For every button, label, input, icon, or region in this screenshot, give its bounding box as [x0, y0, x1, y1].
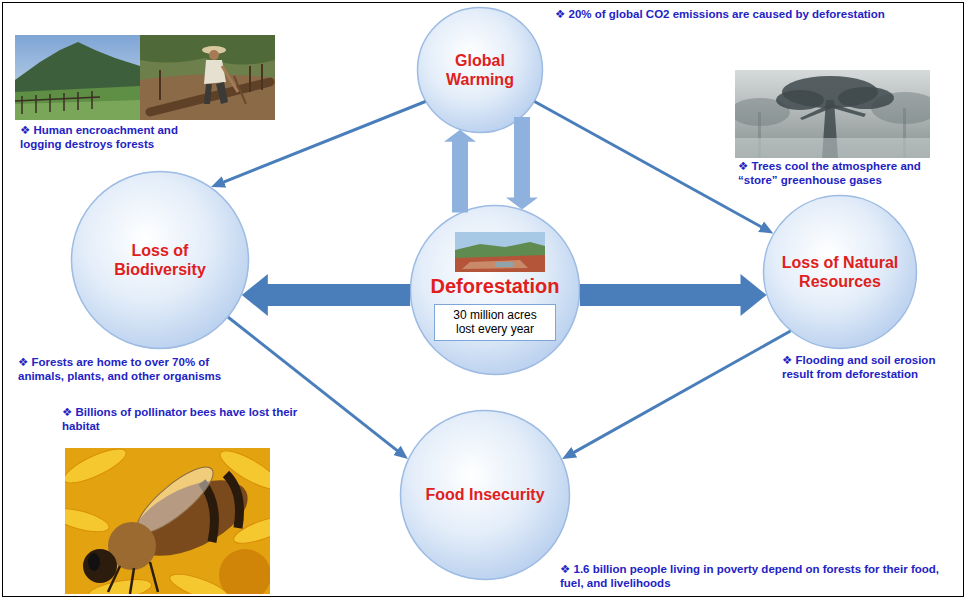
- circle-outline: [762, 194, 918, 350]
- bee-photo: [65, 448, 270, 594]
- block-arrow: [506, 117, 538, 209]
- circle-outline: [416, 6, 544, 134]
- circle-shape: [411, 206, 580, 375]
- arrow-connector: [218, 102, 425, 185]
- circle-shape: [764, 196, 917, 349]
- block-arrow: [444, 130, 476, 213]
- arrow-connector: [535, 102, 767, 230]
- effect-circle: Global Warming: [416, 6, 544, 134]
- note-label: ❖ Flooding and soil erosion result from …: [782, 354, 962, 382]
- circle-shape: [418, 8, 543, 133]
- note-label: ❖ Trees cool the atmosphere and “store” …: [738, 160, 956, 188]
- effect-circle: Loss of Biodiversity: [70, 170, 250, 350]
- effect-circle: Loss of Natural Resources: [762, 194, 918, 350]
- note-label: ❖ Human encroachment and logging destroy…: [20, 124, 215, 152]
- node-title: Loss of Biodiversity: [95, 241, 225, 279]
- deforestation-thumbnail: [455, 232, 545, 272]
- circle-shape: [72, 172, 249, 349]
- node-title: Global Warming: [430, 51, 530, 89]
- circle-shape: [401, 411, 570, 580]
- node-title: Loss of Natural Resources: [773, 253, 908, 291]
- stat-text: 30 million acres lost every year: [443, 308, 547, 337]
- stat-box: 30 million acres lost every year: [434, 304, 556, 341]
- block-arrow: [242, 274, 410, 316]
- block-arrow: [580, 274, 767, 316]
- arrow-connector: [569, 331, 790, 455]
- misty-forest-photo: [735, 70, 930, 158]
- note-label: ❖ Billions of pollinator bees have lost …: [62, 406, 302, 434]
- node-title: Food Insecurity: [425, 485, 544, 504]
- note-label: ❖ 1.6 billion people living in poverty d…: [560, 563, 960, 591]
- arrow-connector: [228, 317, 402, 454]
- note-label: ❖ Forests are home to over 70% of animal…: [18, 356, 250, 384]
- cause-circle: Deforestation 30 million acres lost every…: [409, 204, 581, 376]
- circle-outline: [70, 170, 250, 350]
- landscape-photo: [15, 35, 140, 120]
- node-title: Deforestation: [431, 274, 560, 298]
- outcome-circle: Food Insecurity: [399, 409, 571, 581]
- note-label: ❖ 20% of global CO2 emissions are caused…: [555, 8, 960, 22]
- farmer-photo: [140, 35, 275, 120]
- frame-border: [3, 3, 964, 597]
